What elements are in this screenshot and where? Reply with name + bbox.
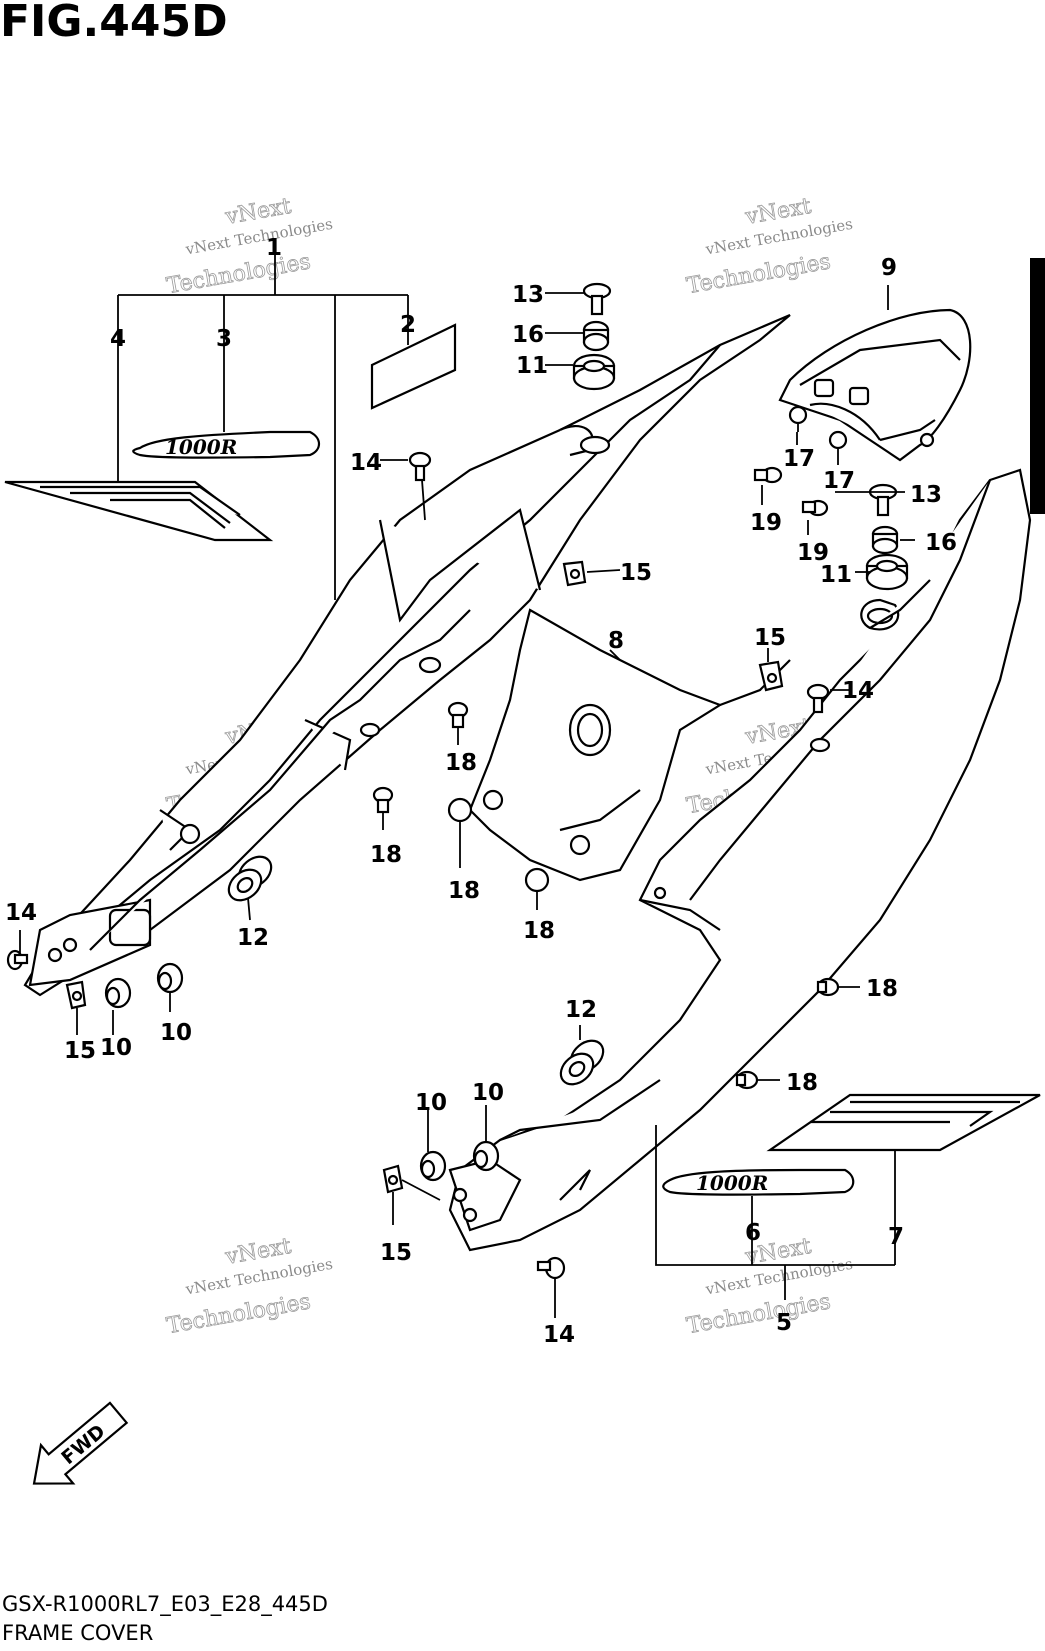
watermark-top-left: vNext Technologies vNext Technologies xyxy=(164,193,334,299)
fwd-arrow-icon: FWD xyxy=(32,1401,129,1485)
clip-18-b xyxy=(372,786,394,814)
emblem-1000r-left: 1000R xyxy=(132,430,321,459)
callout-19-a: 19 xyxy=(750,510,782,536)
callout-19-b: 19 xyxy=(797,540,829,566)
screw-19-b xyxy=(801,499,829,517)
callout-18-e: 18 xyxy=(866,976,898,1002)
callout-5: 5 xyxy=(776,1310,792,1336)
screw-19-a xyxy=(753,466,783,484)
callout-15-right: 15 xyxy=(754,625,786,651)
group-5-bracket xyxy=(655,1125,896,1300)
callout-10-d: 10 xyxy=(472,1080,504,1106)
watermark-bottom-right: vNext Technologies vNext Technologies xyxy=(684,1233,854,1339)
clip-18-a xyxy=(447,701,469,729)
clip-18-f xyxy=(735,1070,759,1090)
nut-15-center xyxy=(562,560,587,587)
clip-18-e xyxy=(816,977,840,997)
callout-10-a: 10 xyxy=(100,1035,132,1061)
callout-9: 9 xyxy=(881,255,897,281)
clip-18-c xyxy=(447,797,473,830)
callout-12-right: 12 xyxy=(565,997,597,1023)
callout-14-lower: 14 xyxy=(543,1322,575,1348)
cushion-10-d xyxy=(472,1140,500,1172)
emblem-1000r-left-text: 1000R xyxy=(165,435,237,459)
callout-17-b: 17 xyxy=(823,468,855,494)
bolt-13-top xyxy=(582,282,612,316)
figure-caption: FRAME COVER xyxy=(2,1621,154,1645)
callout-10-b: 10 xyxy=(160,1020,192,1046)
clip-18-d xyxy=(524,867,550,900)
emblem-1000r-right: 1000R xyxy=(662,1168,855,1196)
screw-14-far-left xyxy=(6,949,29,971)
callout-15-lower: 15 xyxy=(380,1240,412,1266)
grommet-11-right xyxy=(865,553,909,591)
callout-4: 4 xyxy=(110,326,126,352)
callout-3: 3 xyxy=(216,326,232,352)
group-1-bracket xyxy=(117,245,409,600)
callout-18-c: 18 xyxy=(448,878,480,904)
callout-8: 8 xyxy=(608,628,624,654)
collar-16-top xyxy=(582,320,610,352)
callout-18-a: 18 xyxy=(445,750,477,776)
callout-16-right: 16 xyxy=(925,530,957,556)
callout-17-a: 17 xyxy=(783,446,815,472)
callout-15-left: 15 xyxy=(64,1038,96,1064)
cushion-10-b xyxy=(156,962,184,994)
callout-6: 6 xyxy=(745,1220,761,1246)
callout-11-top: 11 xyxy=(516,353,548,379)
callout-16-top: 16 xyxy=(512,322,544,348)
callout-2: 2 xyxy=(400,312,416,338)
model-code: GSX-R1000RL7_E03_E28_445D xyxy=(2,1592,328,1616)
seat-cowl xyxy=(778,308,972,462)
left-frame-cover xyxy=(23,313,791,997)
callout-11-right: 11 xyxy=(820,562,852,588)
nut-15-right xyxy=(758,660,784,692)
nut-15-left xyxy=(65,980,87,1010)
cushion-12-left xyxy=(227,855,273,902)
callout-18-d: 18 xyxy=(523,918,555,944)
sticker-plate-2 xyxy=(370,323,457,410)
side-index-tab xyxy=(1030,258,1045,514)
callout-14-left: 14 xyxy=(5,900,37,926)
screw-14-right xyxy=(806,683,830,714)
screw-14-lower xyxy=(536,1256,566,1280)
watermark-bottom-left: vNext Technologies vNext Technologies xyxy=(164,1233,334,1339)
callout-10-c: 10 xyxy=(415,1090,447,1116)
callout-13-right: 13 xyxy=(910,482,942,508)
figure-title: FIG.445D xyxy=(0,0,228,47)
stripe-decal-right xyxy=(766,1093,1041,1152)
callout-14-upper: 14 xyxy=(350,450,382,476)
callout-15-center: 15 xyxy=(620,560,652,586)
callout-7: 7 xyxy=(888,1224,904,1250)
callout-13-top: 13 xyxy=(512,282,544,308)
washer-17-a xyxy=(788,405,808,432)
callout-18-f: 18 xyxy=(786,1070,818,1096)
collar-16-right xyxy=(871,525,899,555)
emblem-1000r-right-text: 1000R xyxy=(696,1171,768,1195)
cushion-10-a xyxy=(104,977,132,1009)
cushion-12-right xyxy=(559,1039,605,1086)
washer-17-b xyxy=(828,430,848,456)
grommet-11-top xyxy=(572,353,616,391)
callout-14-right: 14 xyxy=(842,678,874,704)
bolt-13-right xyxy=(868,483,898,517)
callout-1: 1 xyxy=(266,235,282,261)
screw-14-upper-left xyxy=(408,451,432,482)
center-cover xyxy=(468,608,791,882)
leader-lines xyxy=(19,285,915,1318)
watermark-top-right: vNext Technologies vNext Technologies xyxy=(684,193,854,299)
stripe-decal-left xyxy=(4,480,274,542)
cushion-10-c xyxy=(419,1150,447,1182)
nut-15-lower xyxy=(382,1164,404,1194)
callout-numbers: 1 2 3 4 5 6 7 8 9 10 10 10 10 11 11 12 1… xyxy=(5,235,957,1348)
callout-12-left: 12 xyxy=(237,925,269,951)
callout-18-b: 18 xyxy=(370,842,402,868)
